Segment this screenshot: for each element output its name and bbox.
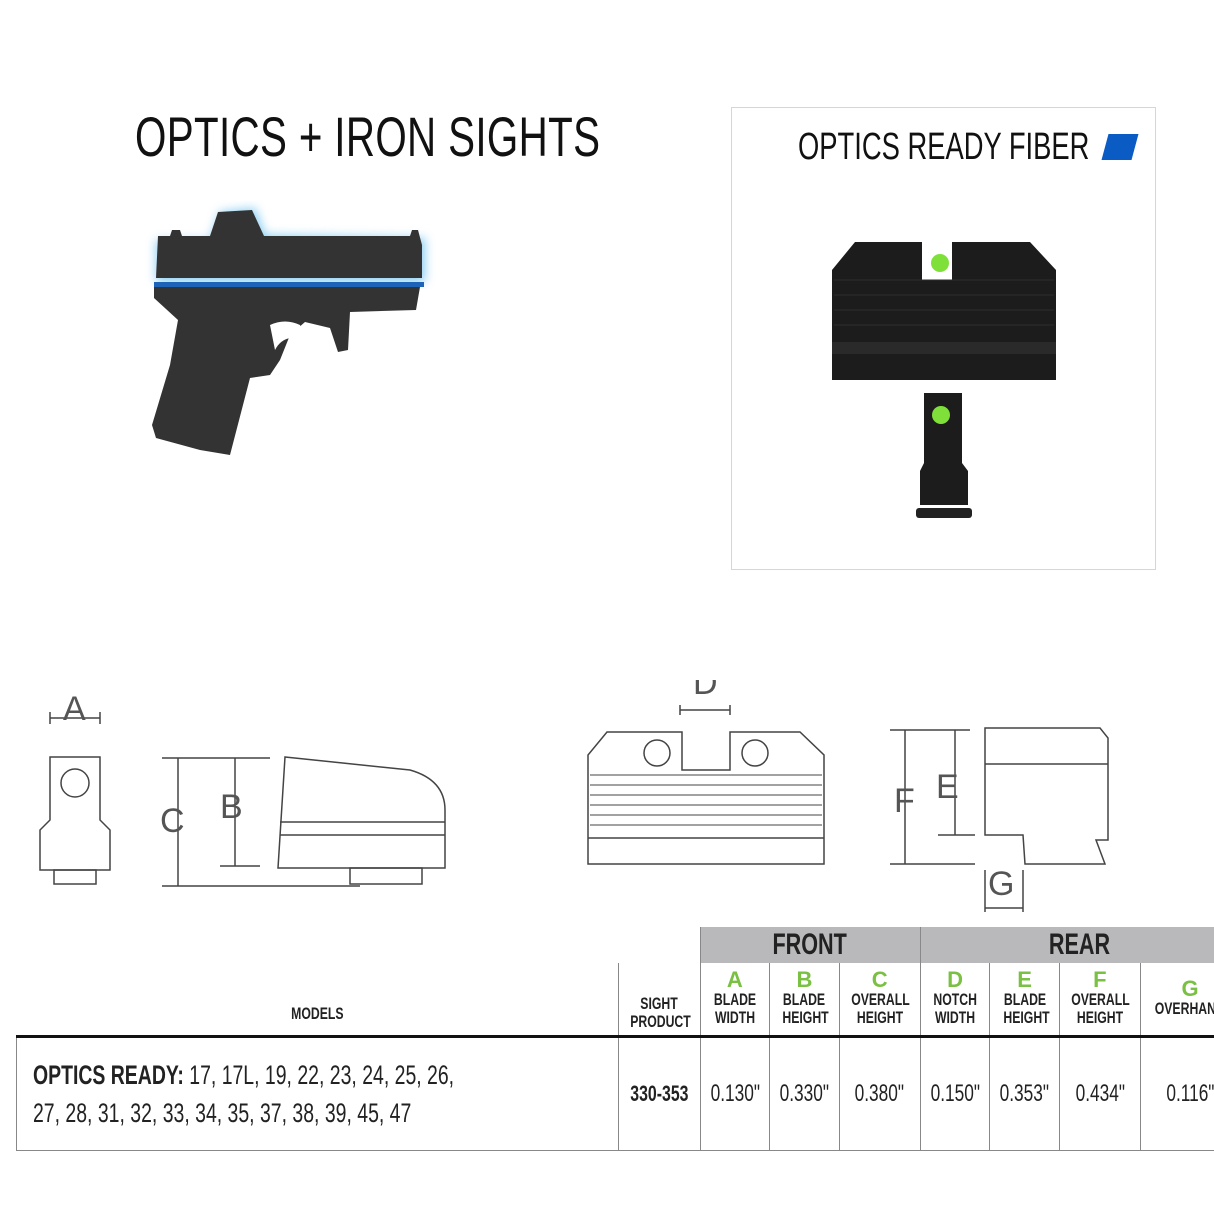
col-label: BLADE HEIGHT [782, 989, 830, 1027]
models-line1: 17, 17L, 19, 22, 23, 24, 25, 26, [189, 1059, 455, 1090]
col-letter: C [871, 966, 888, 992]
value-cell: 0.330" [769, 1034, 840, 1151]
col-label: OVERALL HEIGHT [850, 989, 910, 1027]
value-b: 0.330" [779, 1079, 830, 1107]
value-cell: 0.353" [989, 1034, 1060, 1151]
header-models: MODELS [17, 963, 619, 1036]
col-label: OVERHANG [1154, 998, 1214, 1018]
value-cell: 0.150" [919, 1034, 991, 1151]
rear-sight-image [832, 242, 1056, 380]
dim-label-f: F [894, 782, 915, 820]
dimension-diagrams: A B C D E F G [39, 680, 1109, 912]
value-c: 0.380" [855, 1079, 905, 1107]
col-letter: E [1017, 966, 1032, 992]
col-label: NOTCH WIDTH [933, 989, 977, 1027]
page-title-text: OPTICS + IRON SIGHTS [135, 105, 601, 168]
models-prefix: OPTICS READY: [33, 1059, 184, 1090]
value-f: 0.434" [1075, 1079, 1125, 1107]
dim-label-g: G [988, 865, 1014, 903]
col-letter: G [1181, 975, 1199, 1001]
dim-label-e: E [936, 768, 959, 806]
dim-label-b: B [220, 788, 243, 826]
value-g: 0.116" [1165, 1079, 1214, 1107]
front-sight-image [916, 393, 972, 518]
page-title: OPTICS + IRON SIGHTS [135, 104, 781, 169]
col-label: BLADE WIDTH [713, 989, 756, 1027]
value-cell: 0.130" [699, 1034, 771, 1151]
product-box-title: OPTICS READY FIBER [798, 126, 1203, 169]
header-sight-product: SIGHT PRODUCT [617, 963, 701, 1036]
models-cell: OPTICS READY: 17, 17L, 19, 22, 23, 24, 2… [16, 1034, 619, 1151]
dim-label-c: C [160, 802, 185, 840]
header-models-label: MODELS [290, 1003, 344, 1023]
group-front-label: FRONT [772, 928, 848, 961]
group-front: FRONT [699, 927, 921, 963]
header-col: GOVERHANG [1139, 963, 1214, 1036]
product-box: OPTICS READY FIBER [731, 107, 1156, 570]
col-label: OVERALL HEIGHT [1071, 989, 1130, 1027]
group-header-row: FRONT REAR [17, 927, 1214, 963]
group-rear: REAR [919, 927, 1214, 963]
value-a: 0.130" [710, 1079, 760, 1107]
table-row: OPTICS READY: 17, 17L, 19, 22, 23, 24, 2… [16, 1034, 1214, 1151]
dim-label-d: D [693, 680, 718, 702]
models-line2: 27, 28, 31, 32, 33, 34, 35, 37, 38, 39, … [33, 1097, 412, 1128]
value-cell: 0.380" [838, 1034, 921, 1151]
product-box-title-text: OPTICS READY FIBER [798, 126, 1090, 168]
col-letter: F [1093, 966, 1107, 992]
sight-product-value: 330-353 [630, 1080, 689, 1106]
value-e: 0.353" [999, 1079, 1050, 1107]
sight-product-cell: 330-353 [617, 1034, 701, 1151]
value-cell: 0.116" [1139, 1034, 1214, 1151]
dim-label-a: A [63, 690, 86, 728]
pistol-silhouette [152, 208, 425, 455]
group-rear-label: REAR [1049, 928, 1111, 961]
value-cell: 0.434" [1058, 1034, 1141, 1151]
col-letter: D [947, 966, 963, 992]
models-text: OPTICS READY: 17, 17L, 19, 22, 23, 24, 2… [33, 1056, 454, 1132]
col-letter: A [726, 966, 743, 992]
header-sight-product-label: SIGHT PRODUCT [630, 993, 691, 1031]
col-letter: B [796, 966, 813, 992]
value-d: 0.150" [930, 1079, 980, 1107]
col-label: BLADE HEIGHT [1002, 989, 1050, 1027]
